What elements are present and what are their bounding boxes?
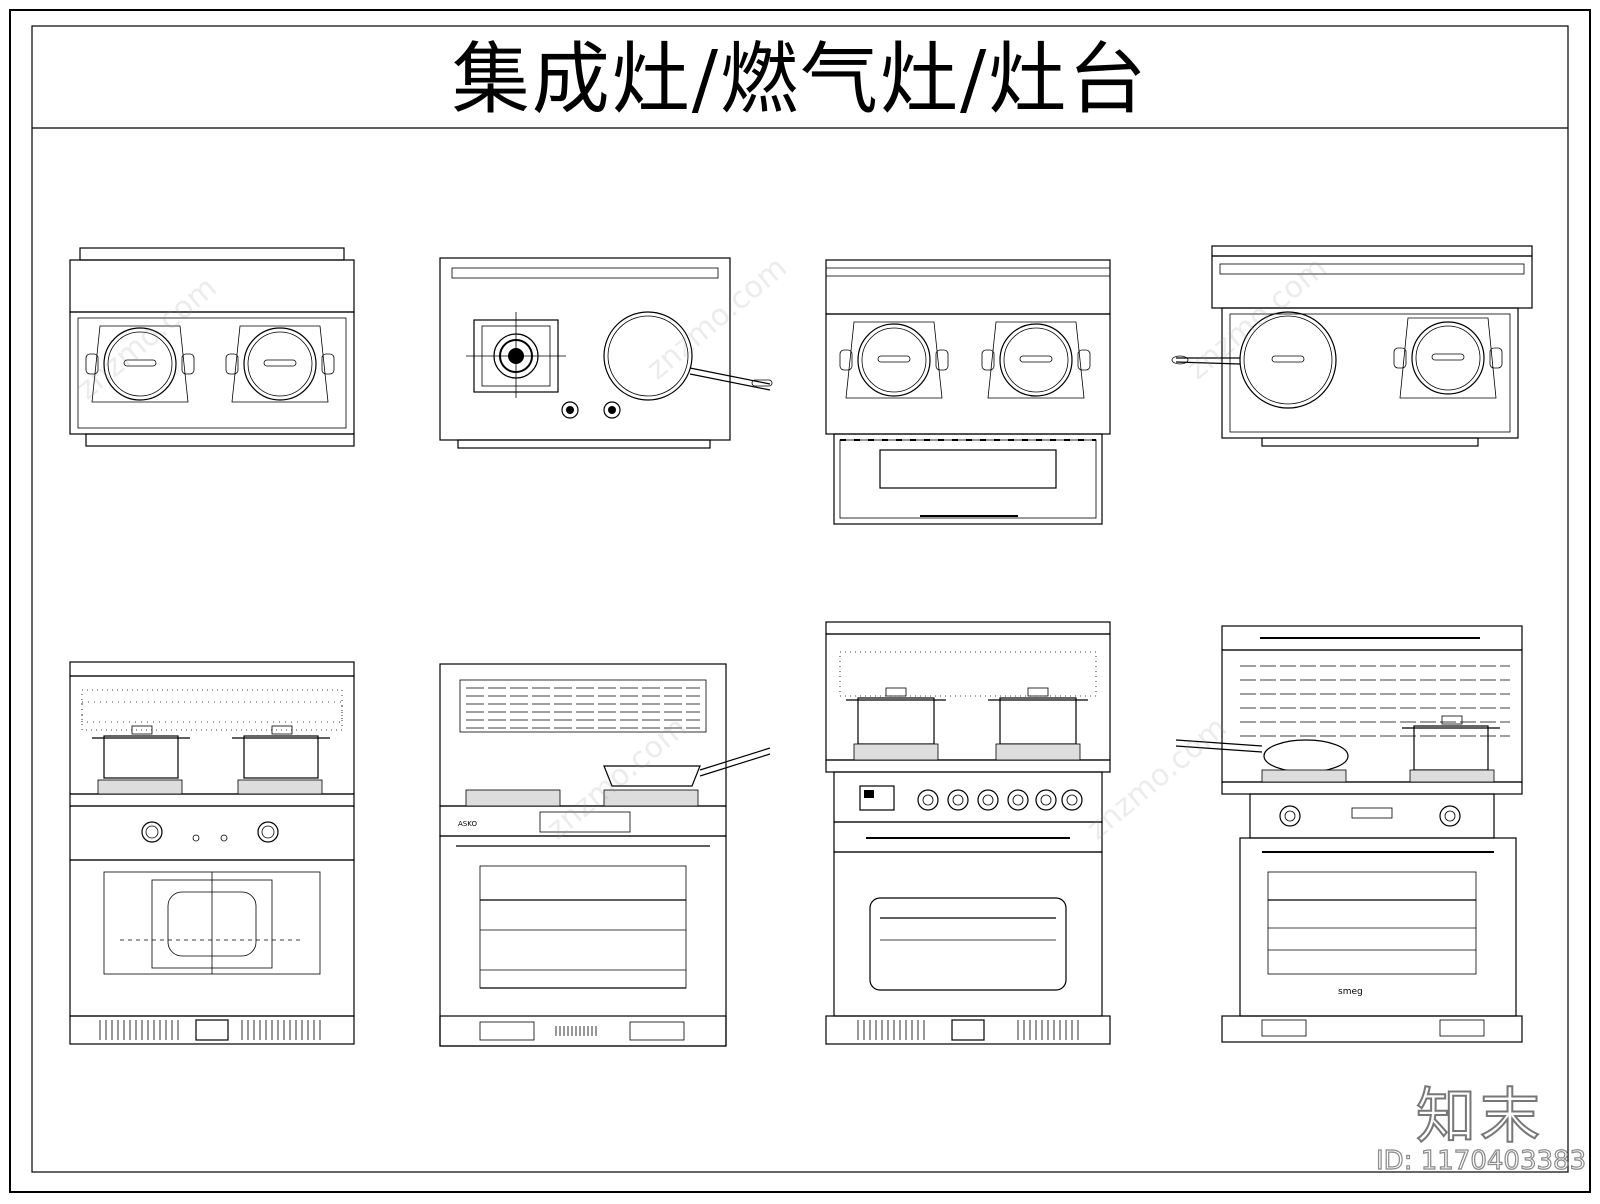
pot-icon — [85, 325, 195, 403]
pot-icon — [232, 725, 330, 795]
pot-icon — [981, 321, 1091, 399]
top-view-stove-with-oven — [825, 259, 1111, 525]
pot-icon — [92, 725, 190, 795]
inner-frame — [31, 25, 1569, 1173]
burner-icon — [465, 789, 561, 807]
wok-pan-icon — [603, 747, 771, 787]
knob-icon — [561, 401, 579, 419]
front-view-smeg-oven: smeg — [1175, 625, 1523, 1043]
top-view-integrated-stove-1 — [69, 247, 355, 447]
wok-pan-icon — [1171, 311, 1337, 409]
brand-label-asko: ASKO — [458, 820, 477, 828]
top-view-gas-hob — [439, 257, 773, 449]
pot-icon — [225, 325, 335, 403]
burner-icon — [466, 312, 566, 398]
knob-icon — [603, 401, 621, 419]
front-view-stove-with-oven — [825, 621, 1111, 1045]
brand-logo: 知末 — [1415, 1081, 1544, 1153]
pot-icon — [839, 321, 949, 399]
top-view-integrated-stove-2 — [1171, 245, 1533, 447]
brand-label-smeg: smeg — [1338, 987, 1363, 997]
wok-pan-icon — [1175, 739, 1349, 783]
page-title: 集成灶/燃气灶/灶台 — [451, 35, 1149, 125]
wok-pan-icon — [603, 311, 773, 401]
outer-frame — [9, 9, 1591, 1193]
pot-icon — [1393, 317, 1503, 399]
pot-icon — [988, 687, 1088, 761]
front-view-integrated-stove-1 — [69, 661, 355, 1045]
document-id: ID: 1170403383 — [1375, 1145, 1587, 1176]
front-view-asko-oven: ASKO — [439, 663, 771, 1047]
pot-icon — [846, 687, 946, 761]
burner-icon — [603, 789, 699, 807]
pot-icon — [1402, 715, 1500, 783]
